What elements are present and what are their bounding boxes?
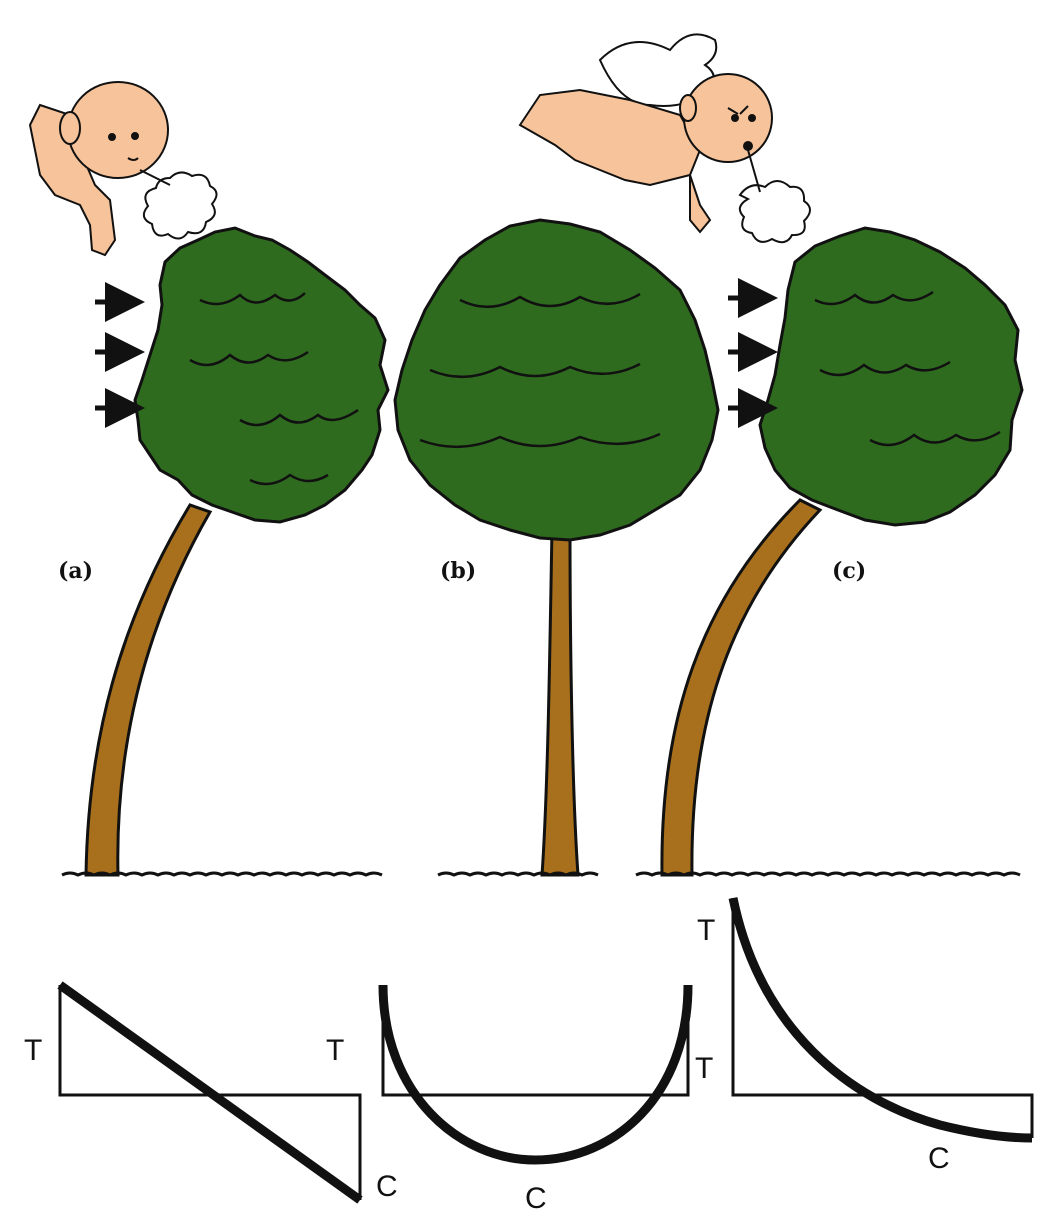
stress-label-a-left-t: T [24, 1034, 42, 1067]
ground [61, 871, 1021, 877]
stress-diagram-b: T C [378, 984, 713, 1213]
tree-b-foliage [393, 218, 720, 542]
stress-label-a-right-t: T [326, 1034, 344, 1067]
stress-diagram-a-line [57, 981, 363, 1204]
cherub-right [518, 33, 811, 244]
panel-label-c: (c) [832, 558, 866, 584]
stress-label-c-bottom-c: C [928, 1142, 950, 1175]
cherub-left [28, 81, 218, 257]
tree-c [660, 226, 1024, 877]
panel-label-a: (a) [58, 558, 93, 584]
stress-diagram-b-frame [381, 985, 690, 1097]
stress-label-a-bottom-c: C [376, 1170, 398, 1203]
breath-cloud-left [139, 169, 218, 240]
tree-b-trunk [540, 526, 580, 877]
tree-a [84, 226, 390, 877]
cherub-left-head [67, 81, 169, 179]
stress-diagram-c: T C [697, 897, 1034, 1175]
tree-a-trunk [84, 503, 213, 877]
tree-a-foliage [133, 226, 390, 524]
stress-diagram-b-curve [378, 984, 693, 1165]
stress-diagram-a: T T C [24, 981, 398, 1204]
stress-label-b-right-t: T [695, 1052, 713, 1085]
wind-arrows-a [95, 282, 145, 428]
stress-label-b-bottom-c: C [525, 1182, 547, 1213]
wind-arrows-c [728, 278, 778, 428]
cherub-right-head [683, 73, 773, 163]
tree-b [393, 218, 720, 877]
stress-diagram-c-frame [731, 898, 1034, 1138]
tree-c-foliage [758, 226, 1024, 527]
tree-c-trunk [660, 498, 823, 877]
stress-label-c-top-t: T [697, 914, 715, 947]
stress-diagram-c-curve [728, 897, 1033, 1143]
panel-label-b: (b) [440, 558, 476, 584]
breath-cloud-right [738, 149, 811, 244]
